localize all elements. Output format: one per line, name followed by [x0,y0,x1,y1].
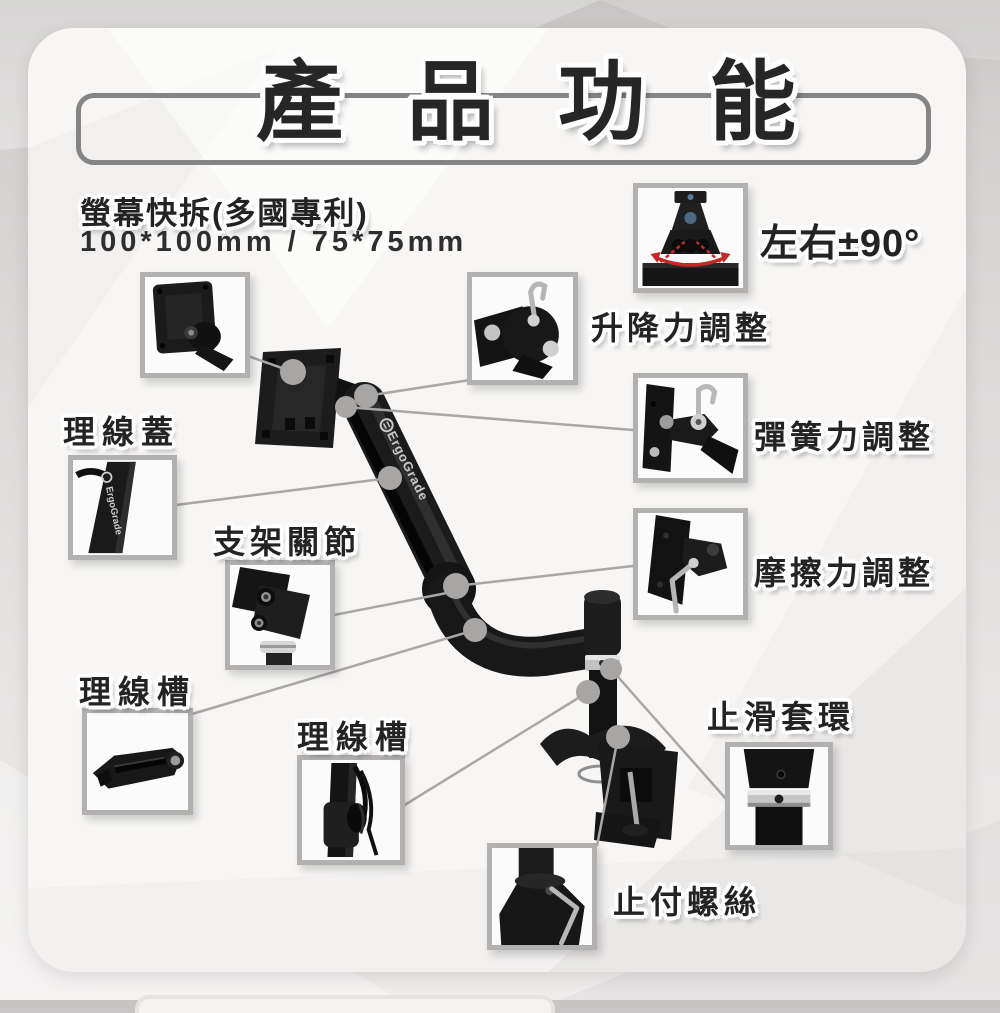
inset-photo-anti-slip-ring [725,742,833,850]
callout-label-lift: 升降力調整 [591,310,772,346]
callout-label-cable-slot-arm: 理線槽 [79,674,197,710]
vesa-size-text: 100*100mm / 75*75mm [80,226,468,258]
card-facet-shading [108,28,548,328]
feature-headline: 螢幕快拆(多國專利) [80,196,369,231]
inset-photo-friction-adjust [633,508,748,620]
page-title: 產 品 功 能 [256,54,796,152]
inset-photo-swivel-mechanism [633,183,748,293]
callout-label-set-screw: 止付螺絲 [613,884,762,920]
title-char-3: 功 [558,54,645,151]
callout-label-arm-joint: 支架關節 [213,524,362,560]
inset-photo-lift-adjust [467,272,578,385]
callout-label-cable-cover: 理線蓋 [63,414,181,450]
inset-photo-spring-adjust [633,373,748,483]
inset-photo-vesa-quick-release [140,272,250,378]
inset-photo-cable-slot-arm [82,708,193,815]
callout-label-friction: 摩擦力調整 [754,555,935,591]
next-section-peek [135,995,555,1013]
inset-photo-set-screw [487,843,597,950]
inset-photo-cable-slot-pole [297,755,405,865]
inset-photo-arm-joint [225,560,335,670]
title-border-box [76,93,931,165]
title-char-1: 產 [256,54,343,151]
callout-label-anti-slip-ring: 止滑套環 [707,699,856,735]
title-char-4: 能 [709,54,796,151]
callout-label-cable-slot-pole: 理線槽 [297,719,415,755]
callout-label-swivel: 左右±90° [760,223,921,265]
inset-photo-cable-cover: ErgoGrade [68,455,177,560]
callout-label-spring: 彈簧力調整 [754,419,935,455]
title-char-2: 品 [407,54,494,151]
